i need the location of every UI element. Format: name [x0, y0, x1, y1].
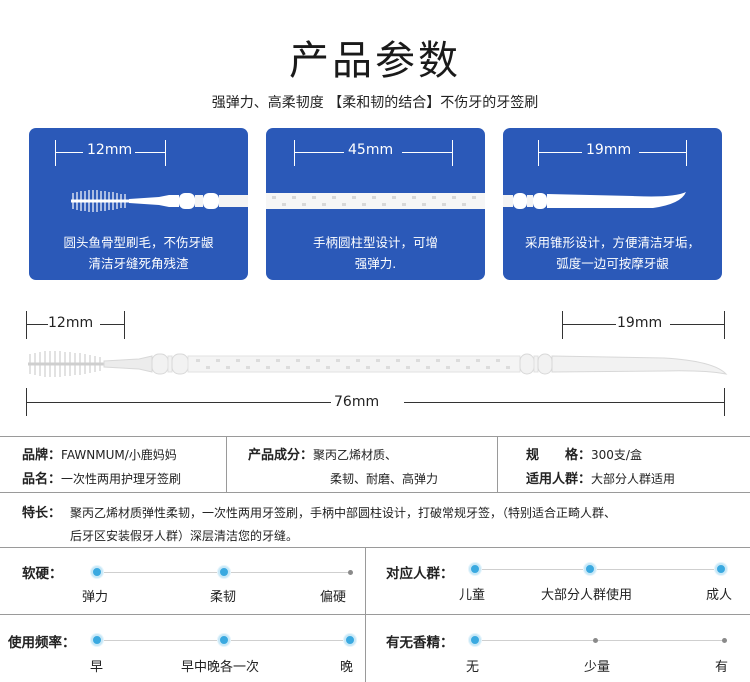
panel-handle: 45mm 手柄圆柱型设计，可增 强弹力.: [266, 128, 485, 280]
brand-label: 品牌：: [22, 448, 62, 463]
panel-dimension: 12mm: [87, 142, 133, 158]
left-dimension: 12mm: [48, 315, 94, 331]
scale-option: 无: [466, 660, 480, 675]
tapered-tip-illustration: [503, 192, 686, 209]
handle-illustration: [266, 193, 485, 209]
panel-brush-head: 12mm 圆头鱼骨型刷毛，不伤牙龈 清洁牙缝死角残渣: [29, 128, 248, 280]
name-value: 一次性两用护理牙签刷: [61, 472, 182, 486]
scale-option: 有: [715, 660, 729, 675]
name-label: 品名：: [22, 472, 62, 487]
features-text: 聚丙乙烯材质弹性柔韧，一次性两用牙签刷，手柄中部圆柱设计，打破常规牙签，（特别适…: [70, 506, 617, 520]
features-text: 后牙区安装假牙人群）深层清洁您的牙缝。: [70, 529, 299, 543]
panel-tapered-tip: 19mm 采用锥形设计，方便清洁牙垢， 弧度一边可按摩牙龈: [503, 128, 722, 280]
scale-option: 柔韧: [210, 590, 237, 605]
scale-option: 儿童: [459, 588, 486, 603]
features-label: 特长：: [22, 506, 62, 521]
scale-dot: [348, 570, 353, 575]
scale-option: 成人: [706, 588, 733, 603]
ingredient-value: 聚丙乙烯材质、: [313, 448, 398, 462]
panel-text: 圆头鱼骨型刷毛，不伤牙龈: [63, 235, 214, 250]
scale-option: 晚: [340, 660, 354, 675]
page-title: 产品参数: [289, 38, 461, 84]
scale-dot: [722, 638, 727, 643]
spec-label: 规 格：: [526, 448, 592, 463]
audience-label: 适用人群：: [526, 472, 592, 487]
scale-dot: [91, 634, 103, 646]
ingredient-label: 产品成分：: [248, 448, 314, 463]
scale-audience-label: 对应人群：: [386, 566, 454, 582]
scale-option: 偏硬: [320, 590, 347, 605]
scale-dot: [469, 563, 481, 575]
toothpick-illustration: [28, 351, 728, 377]
scale-dot: [218, 566, 230, 578]
scale-option: 少量: [584, 660, 611, 675]
brand-value: FAWNMUM/小鹿妈妈: [61, 448, 177, 462]
scale-dot: [469, 634, 481, 646]
scale-option: 大部分人群使用: [541, 588, 633, 603]
spec-value: 300支/盒: [591, 448, 642, 462]
panel-text: 清洁牙缝死角残渣: [88, 256, 189, 271]
panel-dimension: 19mm: [586, 142, 632, 158]
panel-dimension: 45mm: [348, 142, 394, 158]
scale-dot: [715, 563, 727, 575]
scale-option: 弹力: [82, 590, 109, 605]
scale-dot: [218, 634, 230, 646]
scale-dot: [344, 634, 356, 646]
panel-text: 弧度一边可按摩牙龈: [556, 256, 669, 271]
scale-dot: [91, 566, 103, 578]
panel-text: 手柄圆柱型设计，可增: [312, 235, 438, 250]
audience-value: 大部分人群适用: [591, 472, 676, 486]
brush-head-illustration: [71, 190, 248, 212]
total-dimension: 76mm: [334, 394, 380, 410]
scale-dot: [584, 563, 596, 575]
scale-option: 早中晚各一次: [181, 660, 260, 675]
scale-fragrance-label: 有无香精：: [386, 635, 454, 651]
scale-hardness-label: 软硬：: [22, 566, 63, 582]
scale-dot: [593, 638, 598, 643]
scale-option: 早: [90, 660, 104, 675]
page-subtitle: 强弹力、高柔韧度 【柔和韧的结合】不伤牙的牙签刷: [211, 95, 539, 111]
panel-text: 强弹力.: [354, 256, 397, 271]
ingredient-value-2: 柔韧、耐磨、高弹力: [330, 472, 439, 486]
scale-frequency-label: 使用频率：: [8, 635, 76, 651]
panel-text: 采用锥形设计，方便清洁牙垢，: [524, 235, 700, 250]
right-dimension: 19mm: [617, 315, 663, 331]
